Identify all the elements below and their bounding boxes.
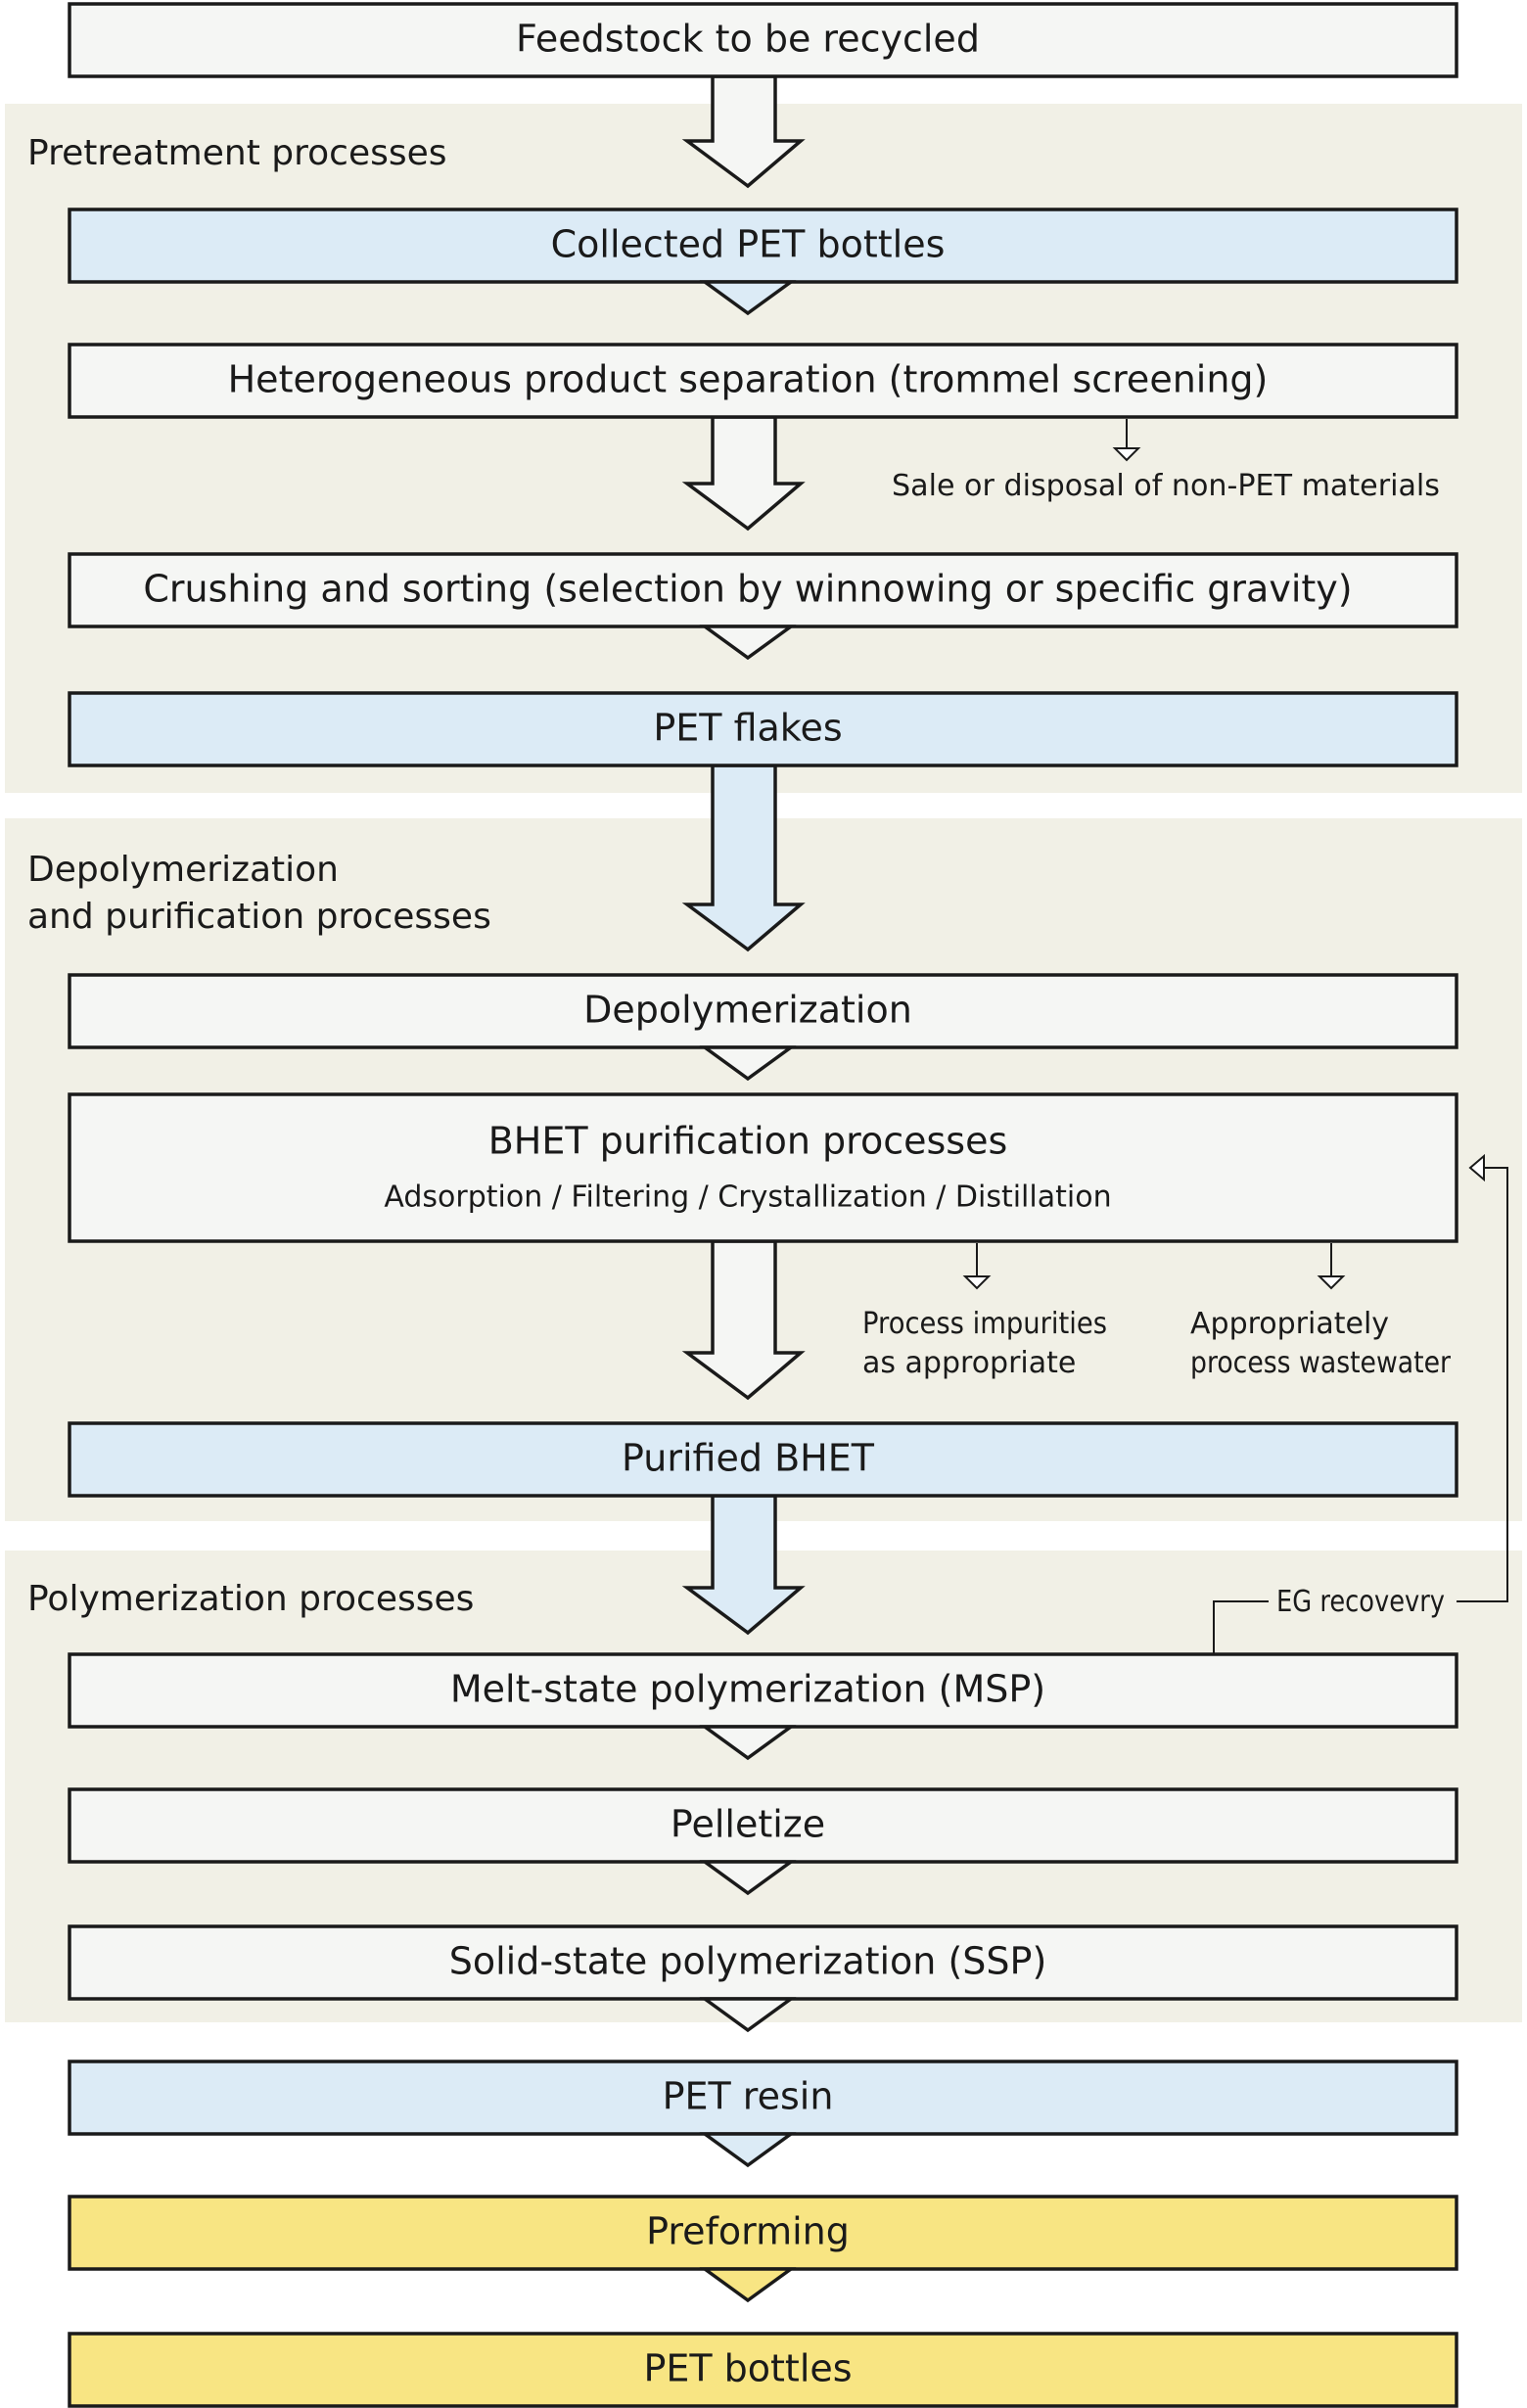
depolymerization-box (68, 973, 1458, 1049)
pet-bottles-box (68, 2332, 1458, 2408)
collected-box (68, 208, 1458, 284)
pelletize-box (68, 1787, 1458, 1864)
side-output-arrows (962, 419, 1346, 1290)
crushing-box (68, 552, 1458, 628)
wastewater-label-line2: process wastewater (1190, 1346, 1452, 1380)
arrow-separation-to-crushing (681, 415, 806, 532)
block-arrows (681, 74, 806, 1636)
pet-resin-label: PET resin (663, 2075, 834, 2118)
flakes-box (68, 691, 1458, 767)
separation-label: Heterogeneous product separation (tromme… (228, 358, 1269, 401)
side-arrow-nonpet (1112, 447, 1141, 462)
side-arrow-wastewater (1317, 1275, 1346, 1290)
arrow-purified-to-polymerization (681, 1494, 806, 1636)
preforming-box (68, 2195, 1458, 2271)
pelletize-label: Pelletize (671, 1803, 825, 1846)
v-connector-msp (699, 1725, 797, 1761)
arrow-bhet-to-purified (681, 1239, 806, 1401)
msp-box (68, 1652, 1458, 1729)
purified-bhet-box (68, 1421, 1458, 1498)
impurities-label-line1: Process impurities (862, 1307, 1107, 1341)
feedstock-label: Feedstock to be recycled (516, 18, 980, 61)
depolymerization-label: Depolymerization (583, 989, 912, 1032)
ssp-label: Solid-state polymerization (SSP) (449, 1940, 1047, 1983)
crushing-label: Crushing and sorting (selection by winno… (143, 568, 1352, 611)
wastewater-label-line1: Appropriately (1190, 1307, 1389, 1341)
depolymerization-section-title-line2: and purification processes (27, 897, 491, 937)
v-connector-collected (699, 280, 797, 316)
feedstock-box (68, 2, 1458, 78)
eg-recovery-label: EG recovevry (1276, 1585, 1445, 1619)
v-connector-depolymerization (699, 1045, 797, 1082)
pet-bottles-label: PET bottles (643, 2347, 852, 2390)
arrow-flakes-to-depolymerization (681, 764, 806, 952)
bhet-subtitle-label: Adsorption / Filtering / Crystallization… (384, 1181, 1111, 1215)
purified-bhet-label: Purified BHET (622, 1437, 875, 1480)
impurities-label-line2: as appropriate (862, 1346, 1076, 1380)
arrow-feedstock-to-collected (681, 74, 806, 189)
preforming-label: Preforming (646, 2210, 850, 2253)
process-boxes (68, 2, 1458, 2408)
side-arrow-impurities (962, 1275, 992, 1290)
v-connectors (699, 280, 797, 2303)
flakes-label: PET flakes (653, 707, 842, 750)
pet-resin-box (68, 2060, 1458, 2136)
separation-box (68, 343, 1458, 419)
collected-label: Collected PET bottles (551, 223, 946, 266)
polymerization-section-title: Polymerization processes (27, 1579, 474, 1619)
msp-label: Melt-state polymerization (MSP) (450, 1668, 1045, 1711)
v-connector-crushing (699, 625, 797, 661)
v-connector-pelletize (699, 1860, 797, 1896)
ssp-box (68, 1924, 1458, 2001)
v-connector-resin (699, 2132, 797, 2168)
v-connector-preforming (699, 2267, 797, 2303)
bhet-purification-box (68, 1092, 1458, 1243)
eg-recovery-arrowhead (1468, 1153, 1485, 1182)
nonpet-output-label: Sale or disposal of non-PET materials (892, 469, 1440, 503)
depolymerization-section-title-line1: Depolymerization (27, 850, 339, 890)
bhet-title-label: BHET purification processes (488, 1120, 1008, 1163)
eg-recovery-loop (1213, 1153, 1508, 1654)
pretreatment-section-title: Pretreatment processes (27, 133, 447, 173)
v-connector-ssp (699, 1997, 797, 2033)
